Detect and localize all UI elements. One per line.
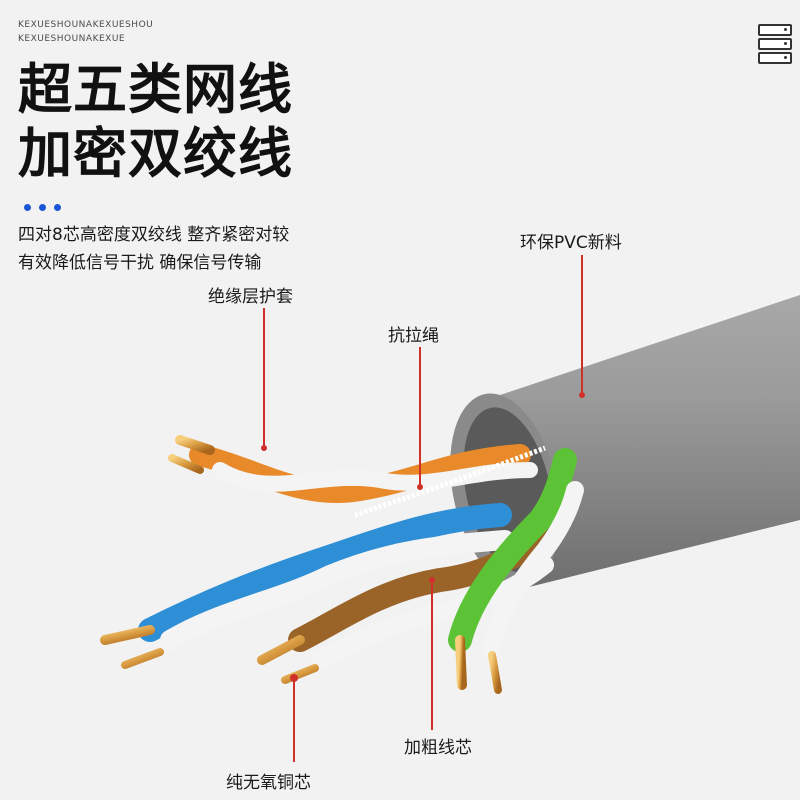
label-copper-core: 纯无氧铜芯 (226, 773, 311, 793)
accent-dots (24, 196, 69, 215)
accent-dot (24, 204, 31, 211)
green-pair (448, 448, 584, 694)
menu-bar (758, 24, 792, 36)
description-line2: 有效降低信号干扰 确保信号传输 (18, 253, 262, 273)
blue-pair (100, 503, 515, 669)
pvc-jacket (450, 295, 800, 588)
brand-watermark-line2: KEXUESHOUNAKEXUE (18, 34, 126, 44)
accent-dot (39, 204, 46, 211)
menu-bar (758, 52, 792, 64)
description-line1: 四对8芯高密度双绞线 整齐紧密对较 (18, 225, 290, 245)
pointer-lines (263, 255, 583, 762)
label-thick-core: 加粗线芯 (404, 738, 472, 758)
menu-bar (758, 38, 792, 50)
label-insulation: 绝缘层护套 (208, 287, 293, 307)
pointer-dots (261, 392, 585, 682)
orange-pair (168, 435, 538, 503)
accent-dot (54, 204, 61, 211)
label-pvc-jacket: 环保PVC新料 (520, 233, 622, 253)
label-rip-cord: 抗拉绳 (388, 326, 439, 346)
page-title-line2: 加密双绞线 (18, 122, 293, 185)
page-title-line1: 超五类网线 (18, 58, 293, 121)
brand-watermark-line1: KEXUESHOUNAKEXUESHOU (18, 20, 154, 30)
menu-icon[interactable] (758, 24, 792, 64)
